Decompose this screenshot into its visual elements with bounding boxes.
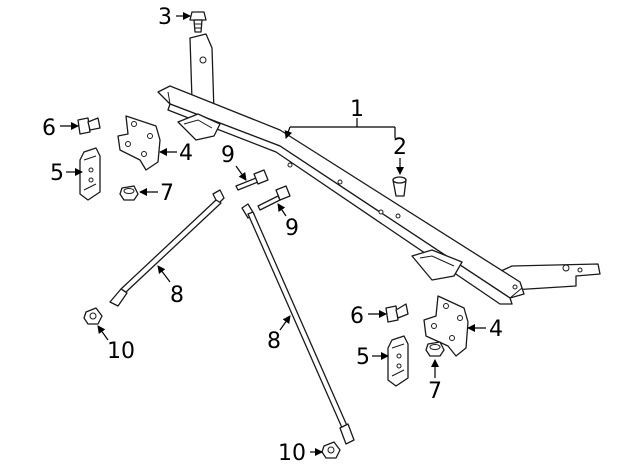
- side-bracket-left: [79, 147, 101, 201]
- callout-4-left: 4: [179, 141, 193, 166]
- callout-8-left: 8: [170, 283, 184, 308]
- callout-6-left: 6: [42, 116, 56, 141]
- pin-fastener: [392, 176, 407, 197]
- bracket-left: [117, 115, 161, 171]
- callout-3: 3: [158, 5, 172, 30]
- callout-2: 2: [393, 135, 407, 160]
- callout-5-left: 5: [50, 161, 64, 186]
- brace-rod-right: [241, 203, 355, 445]
- bolt-top: [189, 11, 207, 33]
- bolt-6-left: [77, 117, 101, 135]
- callout-9-upper: 9: [221, 143, 235, 168]
- callout-7-left: 7: [160, 181, 174, 206]
- callout-5-right: 5: [356, 345, 370, 370]
- nut-7-left: [119, 185, 139, 201]
- callout-10-left: 10: [107, 339, 135, 364]
- callout-7-right: 7: [428, 379, 442, 404]
- leader-lines: [60, 12, 486, 456]
- bolt-9-lower: [257, 185, 291, 211]
- flange-nut-10-right: [321, 441, 341, 459]
- callout-labels: 1 2 3 4 4 5 5 6 6 7 7 8 8 9 9 10 10: [42, 5, 503, 466]
- callout-6-right: 6: [350, 304, 364, 329]
- flange-nut-10-left: [83, 307, 103, 325]
- callout-1: 1: [350, 97, 364, 122]
- callout-10-right: 10: [278, 441, 306, 466]
- nut-7-right: [425, 341, 445, 357]
- bracket-right: [423, 295, 469, 357]
- brace-rod-left: [109, 189, 225, 307]
- callout-8-right: 8: [267, 329, 281, 354]
- bolt-9-upper: [235, 169, 269, 191]
- callout-9-lower: 9: [285, 216, 299, 241]
- callout-4-right: 4: [489, 317, 503, 342]
- crossmember: [157, 33, 601, 305]
- side-bracket-right: [387, 335, 409, 387]
- bolt-6-right: [385, 303, 409, 323]
